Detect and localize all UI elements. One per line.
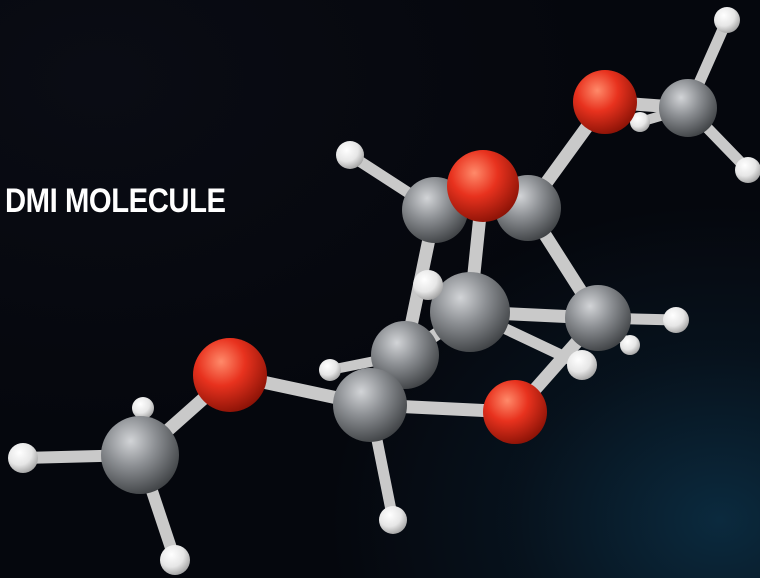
hydrogen-atom bbox=[714, 7, 740, 33]
oxygen-atom bbox=[573, 70, 637, 134]
hydrogen-atom bbox=[413, 270, 443, 300]
hydrogen-atom bbox=[132, 397, 154, 419]
carbon-atom bbox=[565, 285, 631, 351]
hydrogen-atom bbox=[735, 157, 760, 183]
hydrogen-atom bbox=[160, 545, 190, 575]
hydrogen-atom bbox=[630, 112, 650, 132]
carbon-atom bbox=[659, 79, 717, 137]
hydrogen-atom bbox=[663, 307, 689, 333]
carbon-atom bbox=[371, 321, 439, 389]
hydrogen-atom bbox=[567, 350, 597, 380]
oxygen-atom bbox=[193, 338, 267, 412]
hydrogen-atom bbox=[336, 141, 364, 169]
molecule-title: DMI MOLECULE bbox=[5, 182, 226, 220]
carbon-atom bbox=[430, 272, 510, 352]
carbon-atom bbox=[333, 368, 407, 442]
hydrogen-atoms bbox=[8, 7, 760, 575]
oxygen-atom bbox=[483, 380, 547, 444]
heavy-atoms bbox=[101, 70, 717, 494]
hydrogen-atom bbox=[620, 335, 640, 355]
hydrogen-atom bbox=[319, 359, 341, 381]
oxygen-atom bbox=[447, 150, 519, 222]
carbon-atom bbox=[101, 416, 179, 494]
hydrogen-atom bbox=[379, 506, 407, 534]
hydrogen-atom bbox=[8, 443, 38, 473]
